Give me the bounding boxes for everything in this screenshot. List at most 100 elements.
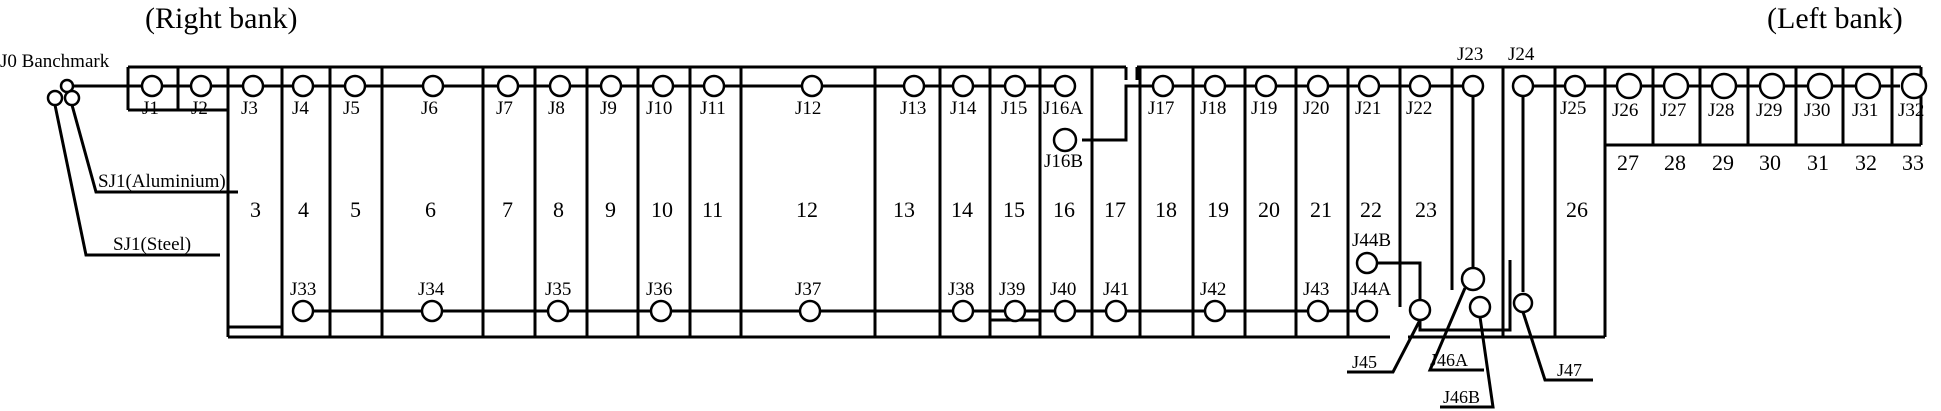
joint-j12: J12 [795, 74, 824, 119]
joint-label: J26 [1612, 100, 1638, 121]
joint-j43: J43 [1303, 279, 1329, 323]
joint-label: J37 [795, 279, 821, 300]
joint-j30: J30 [1804, 72, 1834, 121]
joint-label: J13 [900, 98, 926, 119]
joint-label: J19 [1251, 98, 1277, 119]
joint-label: J14 [950, 98, 977, 119]
joint-label: J10 [646, 98, 672, 119]
joint-j18: J18 [1200, 74, 1226, 119]
joint-label: J42 [1200, 279, 1226, 300]
panel-number: 21 [1310, 197, 1332, 222]
joint-label: J39 [999, 279, 1025, 300]
joint-j39: J39 [999, 279, 1027, 323]
panel-number: 3 [250, 197, 261, 222]
joint-label: J47 [1557, 360, 1582, 380]
joint-j36: J36 [646, 279, 672, 323]
joint-j19: J19 [1251, 74, 1277, 119]
panel-number: 23 [1415, 197, 1437, 222]
joint-j37: J37 [795, 279, 821, 323]
joint-label: J2 [191, 98, 208, 119]
panel-number: 16 [1053, 197, 1075, 222]
joint-j47: J47 [1512, 292, 1593, 382]
sj1-aluminium-label: SJ1(Aluminium) [98, 171, 226, 192]
sj1-steel-label: SJ1(Steel) [113, 234, 191, 255]
joint-j34: J34 [418, 279, 445, 323]
panel-number: 5 [350, 197, 361, 222]
joint-j26: J26 [1612, 72, 1643, 121]
joint-label: J22 [1406, 98, 1432, 119]
joint-label: J1 [142, 98, 159, 119]
joint-j29: J29 [1756, 72, 1786, 121]
joint-label: J35 [545, 279, 571, 300]
joint-label: J44A [1351, 279, 1391, 300]
joint-j46b: J46B [1440, 295, 1495, 409]
joint-j8: J8 [548, 74, 572, 119]
top-joints: J1 J2 J3 J4 J5 J6 J7 J8 J9 J10 J11 J12 J… [140, 44, 1928, 121]
joint-j10: J10 [646, 74, 675, 119]
joint-j35: J35 [545, 279, 571, 323]
sj1-aluminium-joint [46, 89, 64, 107]
joint-j21: J21 [1355, 74, 1381, 119]
panel-number: 15 [1003, 197, 1025, 222]
right-bank-title: (Right bank) [145, 2, 297, 35]
joint-label: J12 [795, 98, 821, 119]
panel-number: 12 [796, 197, 818, 222]
joint-j11: J11 [700, 74, 726, 119]
joint-j5: J5 [343, 74, 367, 119]
panel-number: 7 [502, 197, 513, 222]
joint-j6: J6 [421, 74, 445, 119]
joint-j17: J17 [1148, 74, 1174, 119]
benchmark-group: J0 Banchmark SJ1(Aluminium) SJ1(Steel) [0, 51, 238, 257]
panel-number: 13 [893, 197, 915, 222]
joint-j14: J14 [950, 74, 977, 119]
joint-label: J38 [948, 279, 974, 300]
panel-numbers: 3 4 5 6 7 8 9 10 11 12 13 14 15 16 17 18… [250, 150, 1924, 222]
joint-j42: J42 [1200, 279, 1226, 323]
joint-j24: J24 [1508, 44, 1535, 98]
joint-label: J33 [290, 279, 316, 300]
joint-label: J11 [700, 98, 726, 119]
panel-number: 6 [425, 197, 436, 222]
joint-j2: J2 [189, 74, 213, 119]
panel-number: 19 [1207, 197, 1229, 222]
joint-j32: J32 [1898, 72, 1928, 121]
joint-label: J5 [343, 98, 360, 119]
joint-label: J32 [1898, 100, 1924, 121]
joint-label: J40 [1050, 279, 1076, 300]
leader-joints: J45 J46A J46B J47 [1347, 266, 1593, 409]
joint-j16a: J16A [1043, 74, 1083, 119]
left-bank-title: (Left bank) [1767, 2, 1903, 35]
joint-label: J46A [1430, 350, 1468, 370]
panel-number: 14 [951, 197, 973, 222]
joint-j20: J20 [1303, 74, 1329, 119]
joint-j16b: J16B [1044, 127, 1083, 172]
joint-label: J20 [1303, 98, 1329, 119]
joint-j13: J13 [900, 74, 926, 119]
joint-label: J7 [496, 98, 513, 119]
joint-label: J45 [1352, 352, 1377, 372]
joint-label: J41 [1103, 279, 1129, 300]
joint-j45: J45 [1347, 298, 1432, 374]
joint-j3: J3 [241, 74, 265, 119]
bottom-chain-wires [303, 260, 1512, 332]
joint-j40: J40 [1050, 279, 1076, 323]
joint-j9: J9 [599, 74, 623, 119]
joint-j4: J4 [291, 74, 315, 119]
sj1-steel-joint [63, 89, 81, 107]
joint-j27: J27 [1660, 72, 1690, 121]
joint-j22: J22 [1406, 74, 1432, 119]
joint-label: J8 [548, 98, 565, 119]
panel-number: 22 [1360, 197, 1382, 222]
joint-label: J31 [1852, 100, 1878, 121]
joint-label: J16B [1044, 151, 1083, 172]
joint-label: J24 [1508, 44, 1535, 65]
joint-j44b: J44B [1352, 230, 1391, 275]
joint-j41: J41 [1103, 279, 1129, 323]
joint-label: J27 [1660, 100, 1686, 121]
joint-label: J46B [1443, 387, 1480, 407]
joint-label: J28 [1708, 100, 1734, 121]
joint-label: J17 [1148, 98, 1174, 119]
panel-number: 29 [1712, 150, 1734, 175]
joint-j15: J15 [1001, 74, 1027, 119]
